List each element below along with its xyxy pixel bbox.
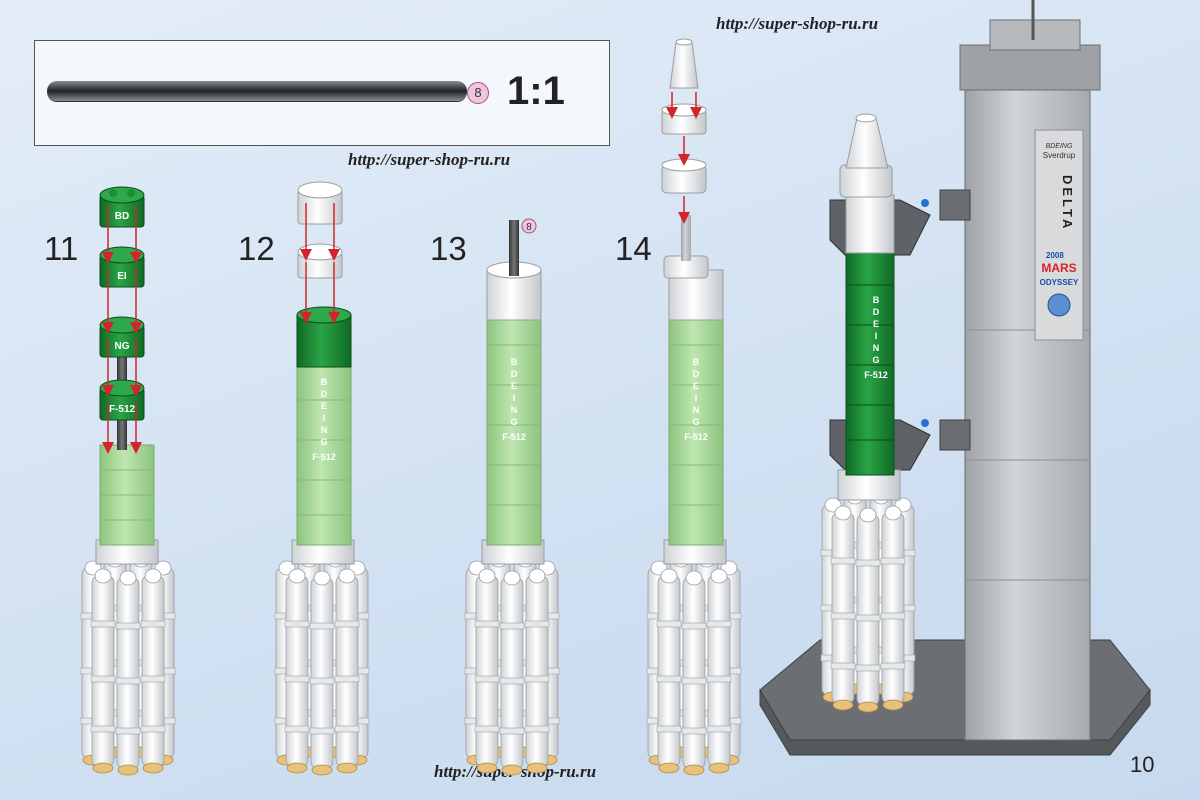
watermark-url-top: http://super-shop-ru.ru	[716, 14, 879, 33]
mission-title-line2: ODYSSEY	[1040, 278, 1079, 287]
mission-year: 2008	[1046, 251, 1064, 260]
decal-label-model: F-512	[109, 404, 136, 415]
parts-callout-box: 8 1:1	[34, 40, 610, 146]
decal-letter-n: N	[321, 425, 328, 435]
decal-letter-g: G	[872, 355, 879, 365]
decal-letter-e: E	[321, 401, 327, 411]
decal-letter-n: N	[873, 343, 880, 353]
decal-letter-b: B	[873, 295, 880, 305]
step-number-12: 12	[238, 230, 275, 267]
decal-letter-e: E	[511, 381, 517, 391]
tower-brand: BDEING	[1046, 143, 1073, 150]
decal-model: F-512	[312, 452, 336, 462]
step-number-14: 14	[615, 230, 652, 267]
decal-model: F-512	[684, 432, 708, 442]
mission-logo-icon	[1047, 293, 1071, 317]
scale-label: 1:1	[507, 69, 565, 113]
part-count-badge-step-13	[521, 218, 537, 234]
decal-letter-e: E	[873, 319, 879, 329]
decal-letter-g: G	[510, 417, 517, 427]
decal-letter-n: N	[693, 405, 700, 415]
decal-letter-b: B	[693, 357, 700, 367]
decal-letter-n: N	[511, 405, 518, 415]
decal-letter-d: D	[693, 369, 700, 379]
step-number-13: 13	[430, 230, 467, 267]
decal-model: F-512	[864, 370, 888, 380]
page-number: 10	[1130, 752, 1155, 777]
decal-letter-g: G	[320, 437, 327, 447]
watermark-url-middle: http://super-shop-ru.ru	[348, 150, 511, 169]
step-number-11: 11	[44, 230, 79, 267]
step-11-assembly: BD EI NG F-512	[81, 186, 175, 775]
mission-title-line1: MARS	[1041, 261, 1076, 275]
decal-letter-i: I	[875, 331, 878, 341]
part-count-badge-text: 8	[526, 222, 532, 233]
launch-tower-model: BDEING Sverdrup DELTA 2008 MARS ODYSSEY …	[759, 0, 1151, 756]
axle-part-image	[47, 81, 467, 101]
decal-letter-g: G	[692, 417, 699, 427]
decal-label-bd: BD	[115, 211, 129, 222]
decal-letter-d: D	[873, 307, 880, 317]
decal-label-ei: EI	[117, 271, 127, 282]
decal-letter-d: D	[321, 389, 328, 399]
part-quantity-badge: 8	[467, 82, 489, 104]
decal-letter-b: B	[511, 357, 518, 367]
step-14-assembly: B D E I N G F-512	[647, 38, 741, 775]
tower-name: DELTA	[1060, 175, 1075, 231]
decal-letter-b: B	[321, 377, 328, 387]
decal-letter-i: I	[513, 393, 516, 403]
decal-letter-i: I	[695, 393, 698, 403]
tower-maker: Sverdrup	[1043, 151, 1076, 160]
step-12-assembly: B D E I N G F-512	[275, 181, 369, 775]
decal-letter-i: I	[323, 413, 326, 423]
decal-label-ng: NG	[115, 341, 130, 352]
decal-letter-e: E	[693, 381, 699, 391]
decal-letter-d: D	[511, 369, 518, 379]
decal-model: F-512	[502, 432, 526, 442]
step-13-assembly: B D E I N G F-512 8	[465, 218, 559, 775]
